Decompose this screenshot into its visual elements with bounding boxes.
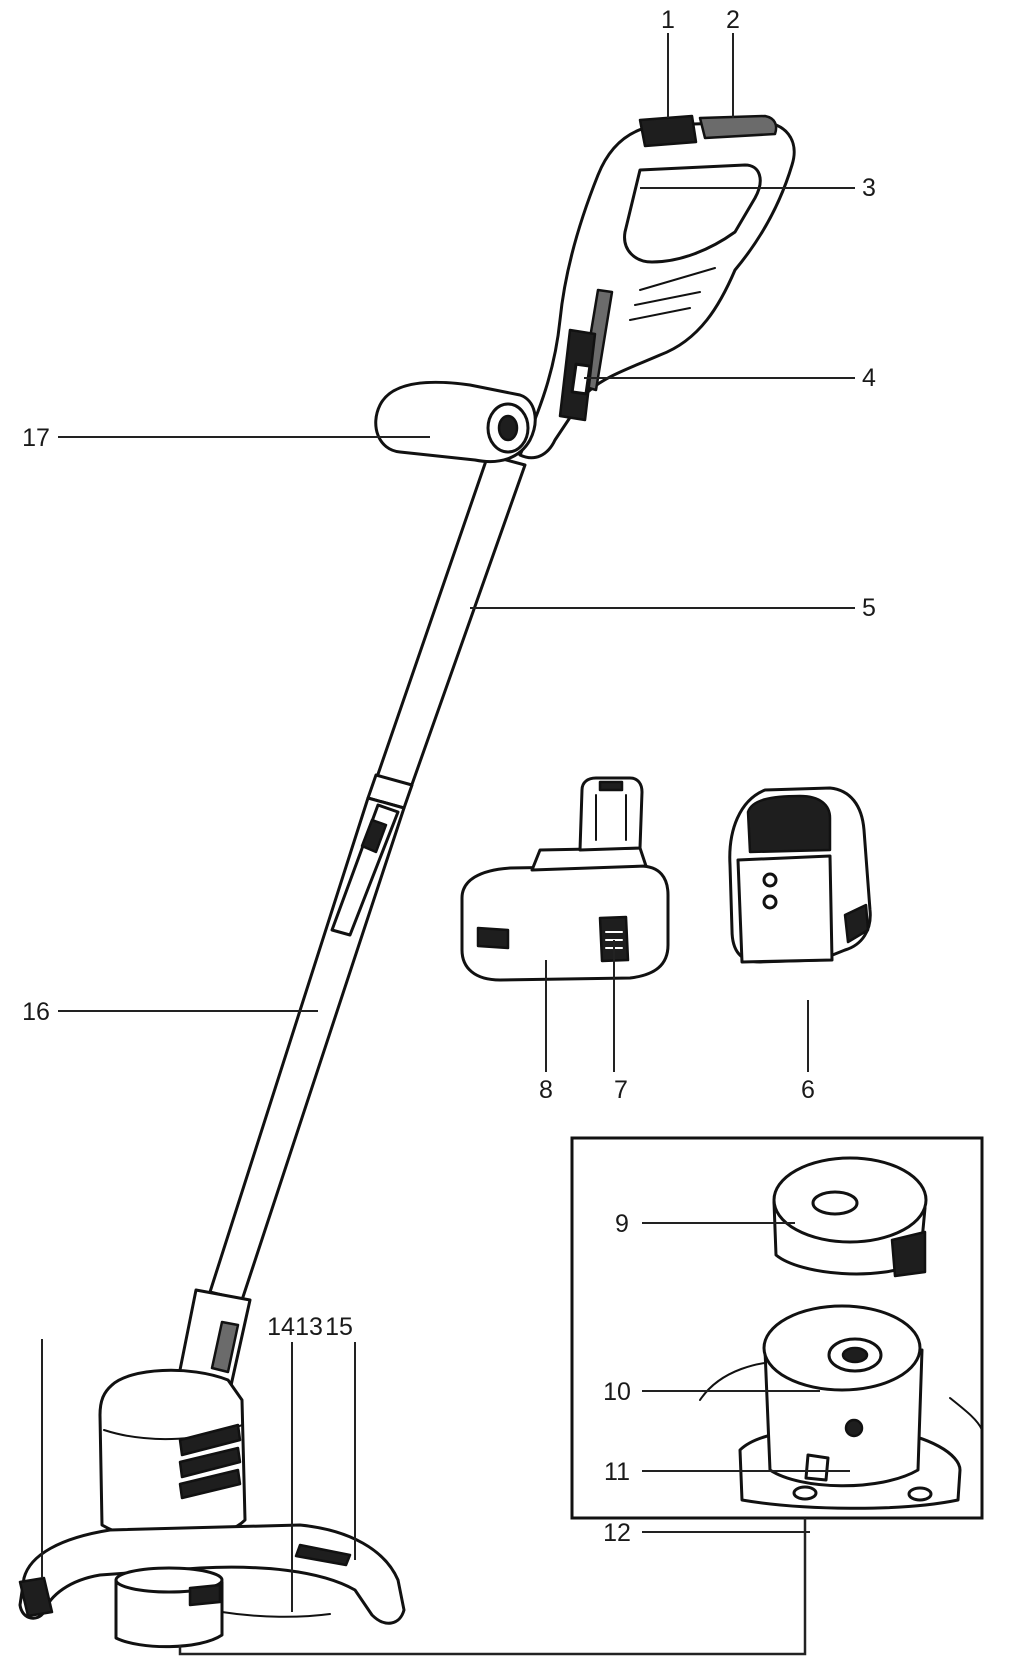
charger-slot [746,794,832,854]
battery-stem-detail [595,794,627,841]
mount-post-right [907,1486,933,1502]
spool-grip [188,1583,222,1607]
battery-housing-top [698,114,778,140]
callout-16: 16 [22,998,50,1026]
motor-tube-window [210,1320,240,1374]
spool-detail-inset [570,1136,984,1520]
callout-9: 9 [615,1210,629,1238]
guard-slot [294,1543,352,1567]
spool-center-bore [841,1346,869,1364]
spool-cap [772,1156,928,1278]
callout-2: 2 [726,6,740,34]
charger-led-green [762,894,778,910]
aux-handle-knob-center [497,414,519,442]
collar-latch [360,818,388,854]
spool-cap-hole [811,1190,859,1216]
callout-15: 15 [325,1313,353,1341]
charger-led-red [762,872,778,888]
battery-body [460,864,670,982]
callout-5: 5 [862,594,876,622]
battery-top-plate [530,846,648,872]
string-trimmer [18,114,796,1649]
charger [728,786,872,964]
callout-4: 4 [862,364,876,392]
callout-10: 10 [603,1378,631,1406]
callout-1: 1 [661,6,675,34]
battery-grip-left [476,926,510,950]
callout-3: 3 [862,174,876,202]
inset-connector [178,1518,807,1656]
spool-top [114,1566,224,1594]
callout-7: 7 [614,1076,628,1104]
callout-8: 8 [539,1076,553,1104]
callout-17: 17 [22,424,50,452]
spool-assembly [699,1304,983,1510]
line-eyelet [844,1418,864,1438]
leader-lines [41,33,855,1612]
line-cutter-blade [18,1576,54,1618]
grip-ribs [629,267,716,321]
mount-post-left [792,1485,818,1501]
spool-spring-tab [804,1453,830,1482]
air-vents [178,1423,242,1500]
battery-contact [598,780,624,792]
callout-13: 13 [295,1313,323,1341]
callout-12: 12 [603,1519,631,1547]
callout-14: 14 [267,1313,295,1341]
upper-shaft [374,453,527,792]
callout-6: 6 [801,1076,815,1104]
power-switch-button [570,362,592,396]
cutting-line [221,1611,331,1618]
spool-cap-tab [890,1230,927,1278]
battery-pack [460,776,670,982]
charger-vent [843,903,870,944]
callout-labels: 1 2 3 4 5 6 7 8 9 10 11 12 13 14 15 16 1… [22,6,876,1547]
charger-face [736,854,834,964]
handle-opening [623,163,762,264]
lock-off-button [638,114,698,148]
callout-11: 11 [604,1458,630,1486]
